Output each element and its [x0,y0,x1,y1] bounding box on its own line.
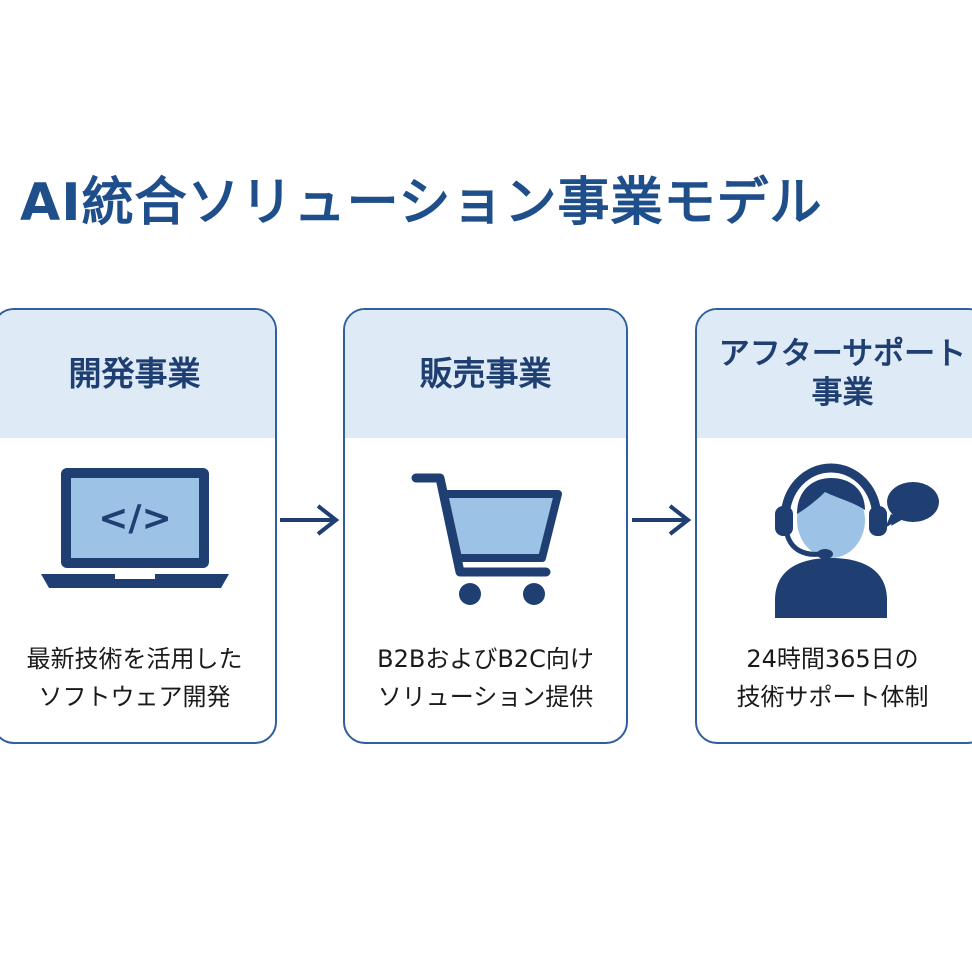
card-desc-line: 24時間365日の [746,645,919,673]
card-desc-line: ソフトウェア開発 [38,683,231,711]
card-description: 最新技術を活用した ソフトウェア開発 [0,640,275,716]
card-header: 開発事業 [0,310,275,438]
card-title: 開発事業 [68,354,201,394]
card-development: 開発事業 </> 最新技術を活用した ソフトウェア開発 [0,308,277,744]
card-desc-line: B2BおよびB2C向け [377,645,594,673]
card-title: アフターサポート 事業 [718,336,967,411]
card-desc-line: 技術サポート体制 [736,683,929,711]
page-title: AI統合ソリューション事業モデル [20,173,823,233]
card-desc-line: 最新技術を活用した [26,645,243,673]
card-header: アフターサポート 事業 [697,310,972,438]
card-title: 販売事業 [419,354,552,394]
card-after-support: アフターサポート 事業 24時間365日の 技術サポート体制 [695,308,972,744]
arrow-right-icon [278,500,340,544]
code-glyph: </> [98,498,171,539]
support-agent-icon [697,458,972,618]
card-description: B2BおよびB2C向け ソリューション提供 [345,640,626,716]
card-desc-line: ソリューション提供 [377,683,594,711]
arrow-right-icon [630,500,692,544]
laptop-code-icon: </> [0,460,275,600]
shopping-cart-icon [345,460,626,610]
card-sales: 販売事業 B2BおよびB2C向け ソリューション提供 [343,308,628,744]
card-header: 販売事業 [345,310,626,438]
card-description: 24時間365日の 技術サポート体制 [697,640,968,716]
